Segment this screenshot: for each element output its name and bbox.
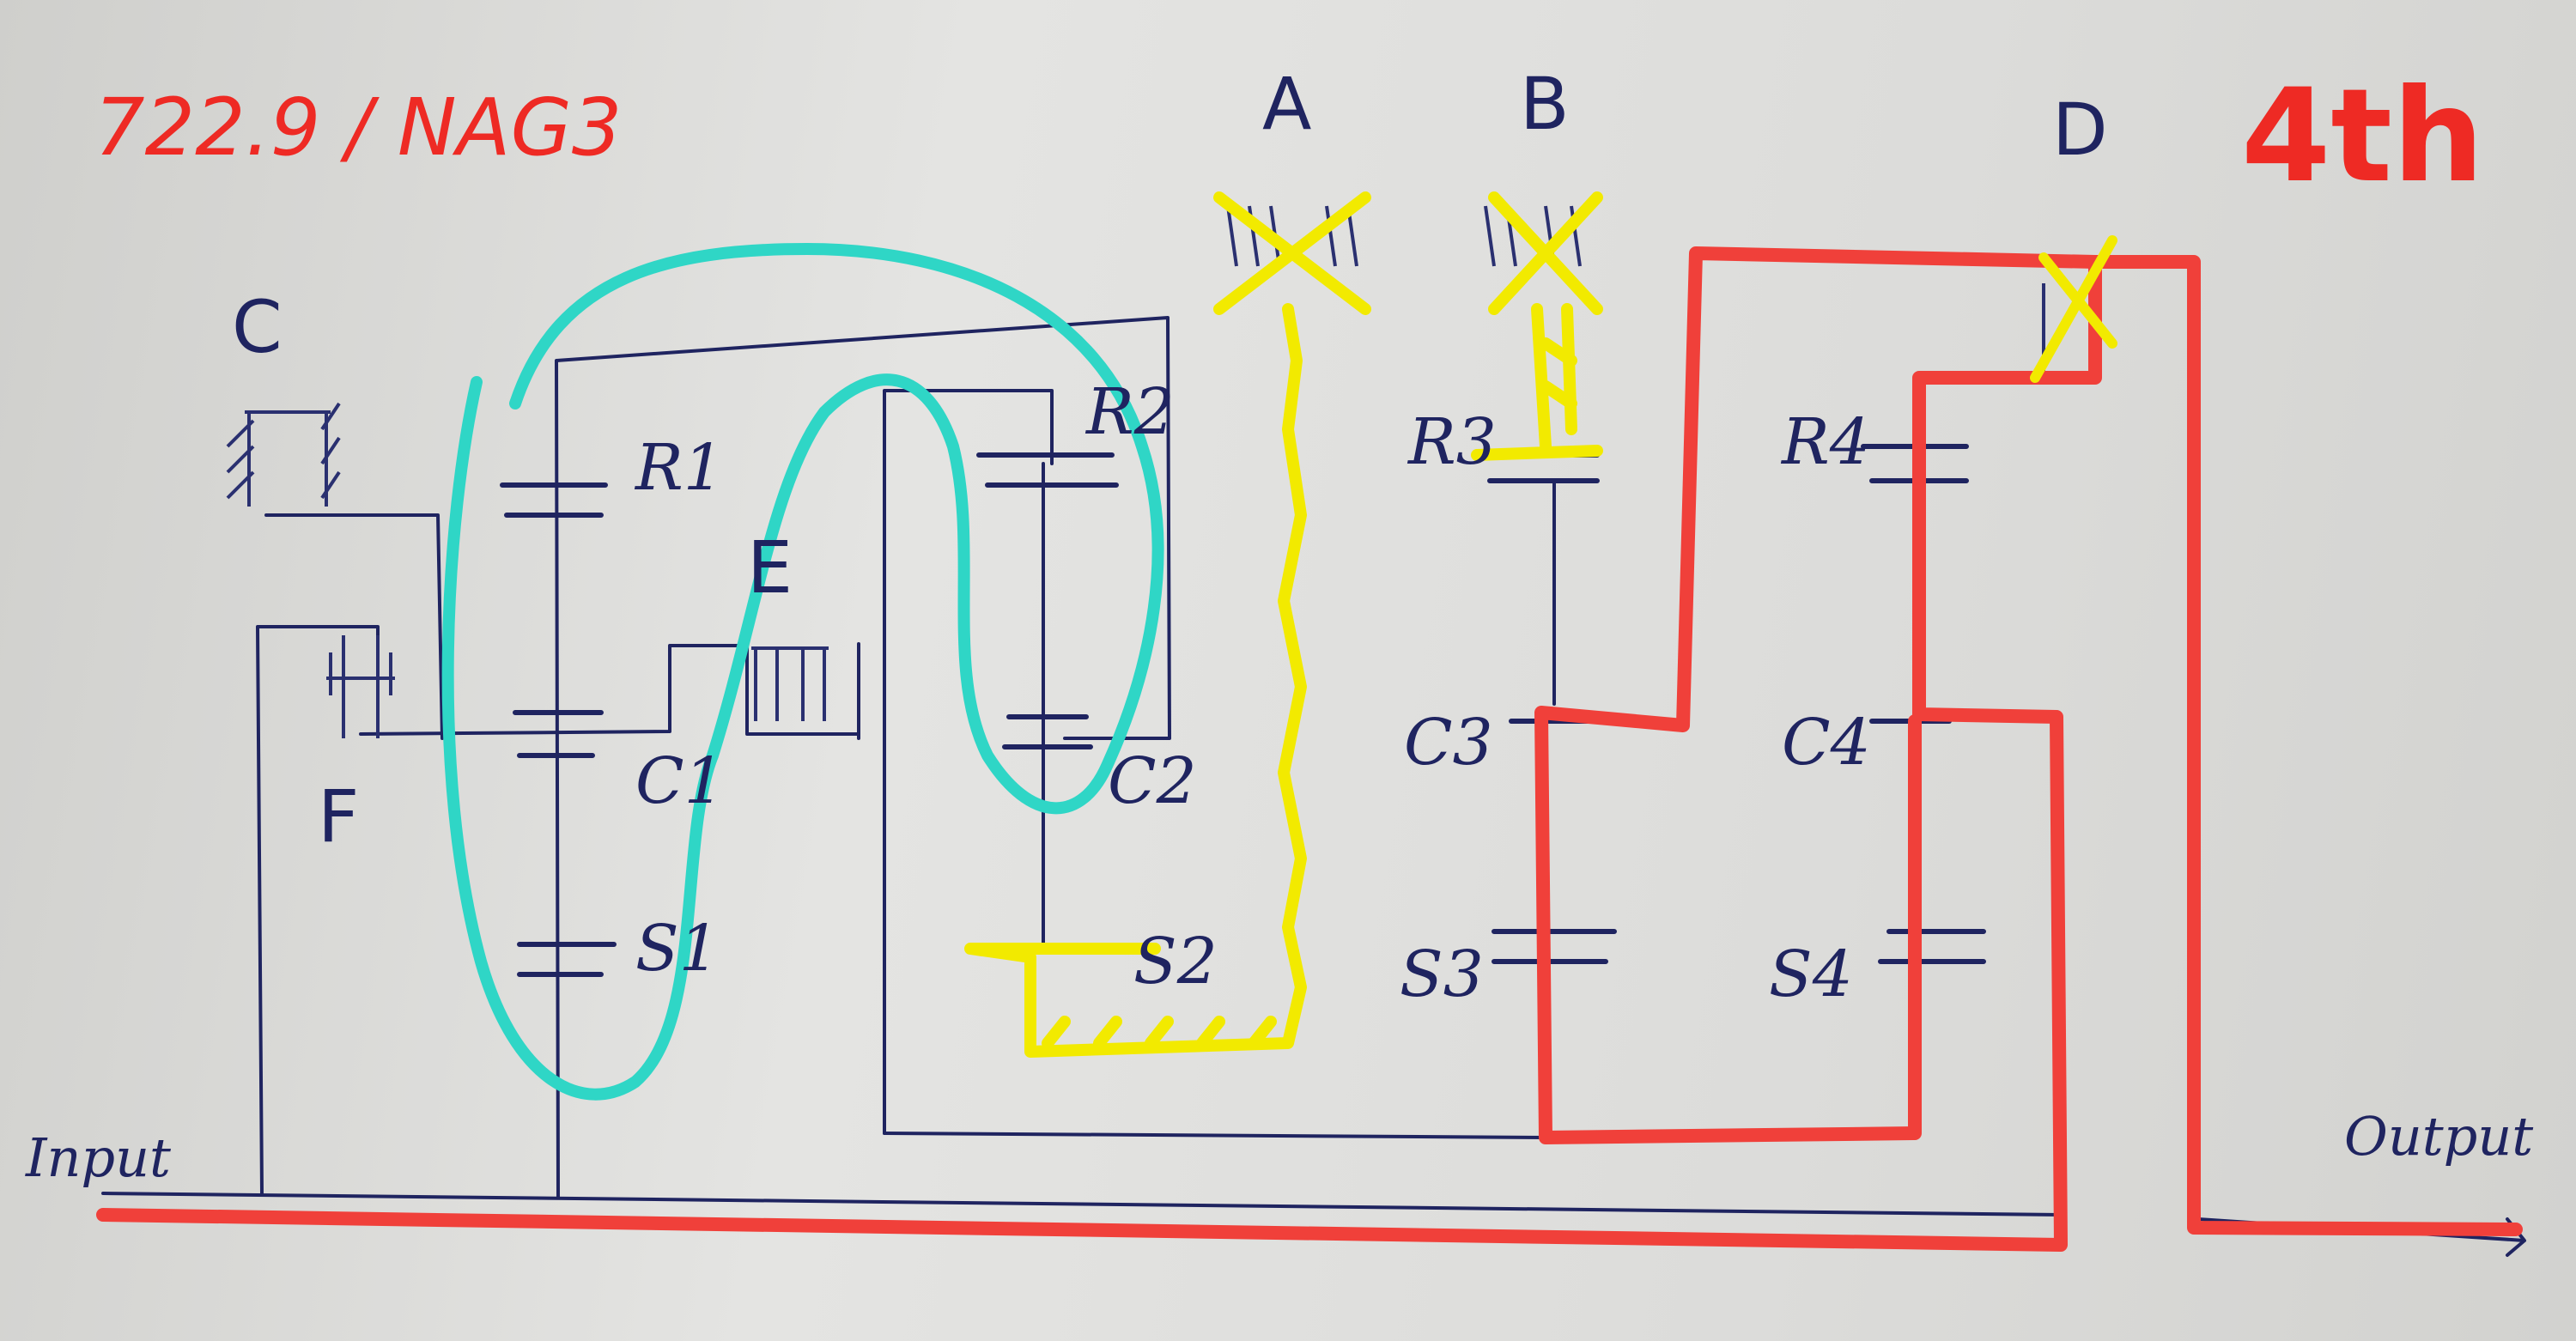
- output-label: Output: [2344, 1105, 2533, 1168]
- input-label: Input: [25, 1126, 171, 1189]
- set1-carrier-link: [359, 644, 860, 736]
- set2-carrier-label: C2: [1108, 744, 1197, 818]
- clutch-e-label: E: [747, 525, 793, 610]
- set3-carrier-label: C3: [1404, 706, 1493, 780]
- brake-b-label: B: [1520, 62, 1570, 146]
- brake-d-mark-2: [2030, 235, 2117, 383]
- clutch-f-symbol: [326, 635, 395, 738]
- gear-label: 4th: [2241, 62, 2484, 211]
- brake-a-label: A: [1262, 62, 1311, 146]
- model-title: 722.9 / NAG3: [94, 82, 622, 173]
- brake-c-link: [264, 513, 444, 740]
- input-shaft: [101, 1192, 2063, 1217]
- set1-sun-gear: [517, 942, 617, 977]
- brake-a-held-path: [964, 303, 1307, 1058]
- set4-ring-label: R4: [1780, 405, 1870, 479]
- set1-ring-gear: [500, 482, 608, 518]
- set1-carrier-label: C1: [635, 744, 725, 818]
- schematic-ink: [101, 205, 2526, 1257]
- set1-ring-label: R1: [634, 431, 724, 505]
- labels: 722.9 / NAG3 4th A B C D E F R1 C1 S1 R2…: [25, 62, 2533, 1189]
- output-drum: [883, 1114, 1547, 1139]
- set4-carrier-label: C4: [1782, 706, 1871, 780]
- brake-d-label: D: [2052, 88, 2108, 172]
- set4-sun-gear: [1878, 929, 1986, 964]
- set3-ring-label: R3: [1406, 405, 1497, 479]
- brake-a-held-hatch: [1042, 1016, 1277, 1049]
- set2-carrier-gear: [1002, 714, 1093, 749]
- clutch-e-symbol: [751, 646, 829, 721]
- set2-ring-label: R2: [1084, 375, 1175, 449]
- set1-sun-label: S1: [635, 912, 720, 986]
- set3-sun-label: S3: [1400, 937, 1484, 1011]
- clutch-f-housing: [256, 625, 380, 1195]
- brake-c-label: C: [232, 285, 283, 369]
- set1-carrier-gear: [513, 710, 604, 758]
- set2-ring-gear: [976, 452, 1119, 488]
- set1-shaft: [555, 316, 1171, 1199]
- set2-frame: [883, 389, 1054, 1135]
- brake-c-symbol: [226, 402, 341, 507]
- power-flow-loop: [1534, 246, 2102, 1144]
- held-members: [964, 191, 1603, 1058]
- power-flow-line: [96, 255, 2523, 1252]
- brake-b-symbol: [1484, 205, 1582, 267]
- clutch-f-label: F: [318, 774, 359, 859]
- set2-sun-label: S2: [1133, 925, 1218, 998]
- power-flow-path: [96, 235, 2523, 1252]
- brake-a-held-mark: [1213, 191, 1371, 315]
- set3-sun-gear: [1492, 929, 1617, 964]
- brake-b-held-mark: [1488, 191, 1603, 315]
- set4-sun-label: S4: [1769, 937, 1853, 1011]
- brake-b-held-path: [1471, 303, 1603, 461]
- free-rotation-loop: [441, 243, 1164, 1101]
